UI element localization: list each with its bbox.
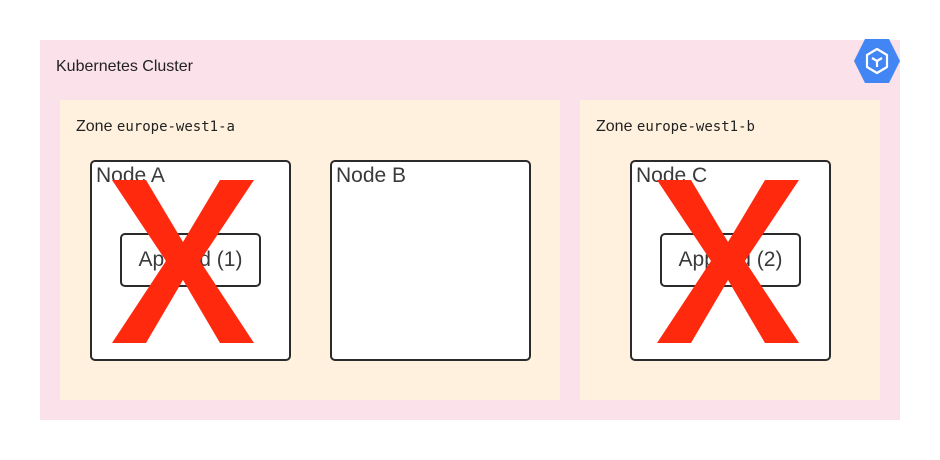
zone-name: europe-west1-b [636, 119, 755, 135]
failure-cross-icon [112, 180, 254, 343]
zone-label-a: Zone europe-west1-a [76, 118, 235, 136]
cluster-title: Kubernetes Cluster [56, 58, 193, 75]
zone-label-b: Zone europe-west1-b [596, 118, 755, 136]
failure-cross-icon [657, 180, 799, 343]
node-b: Node B [330, 160, 531, 361]
zone-name: europe-west1-a [116, 119, 235, 135]
zone-prefix: Zone [596, 118, 633, 135]
zone-prefix: Zone [76, 118, 113, 135]
kubernetes-engine-icon [854, 39, 900, 83]
node-label: Node B [336, 164, 407, 187]
